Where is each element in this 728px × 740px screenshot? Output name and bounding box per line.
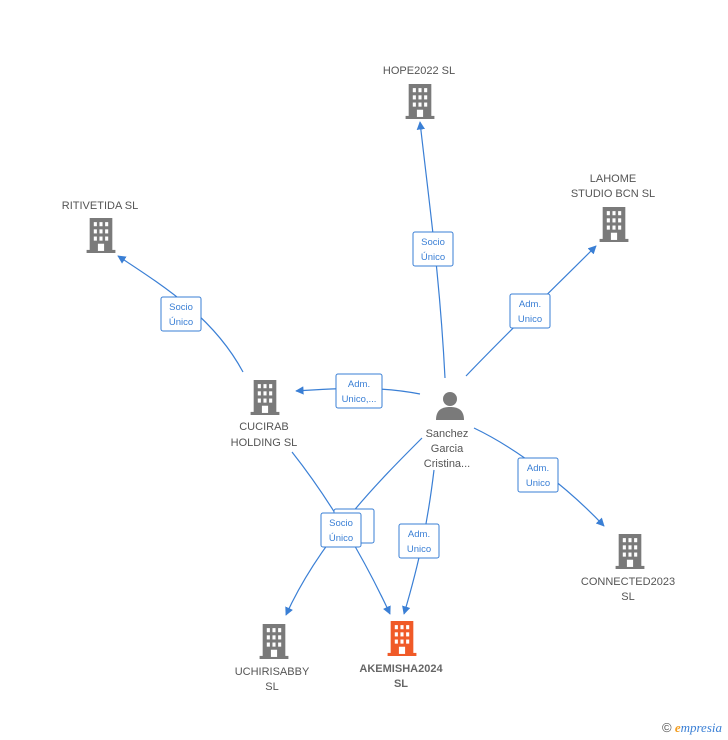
node-uchirisabby-label-1: UCHIRISABBY: [235, 666, 310, 678]
node-cucirab[interactable]: CUCIRAB HOLDING SL: [231, 380, 298, 449]
node-sanchez-label-3: Cristina...: [424, 458, 470, 470]
building-icon: [615, 534, 645, 569]
edge-label-akemisha-adm-line1: Adm.: [408, 529, 430, 540]
node-uchirisabby-label-2: SL: [265, 681, 278, 693]
edge-label-akemisha-adm-line2: Unico: [407, 544, 431, 555]
building-icon: [250, 380, 280, 415]
node-cucirab-label-1: CUCIRAB: [239, 421, 289, 433]
node-connected-label-2: SL: [621, 591, 634, 603]
edge-label-cucirab: Adm. Unico,...: [335, 373, 383, 409]
node-lahome[interactable]: LAHOME STUDIO BCN SL: [571, 173, 655, 242]
edge-label-hope: Socio Único: [412, 231, 454, 267]
edge-label-cucirab-line1: Adm.: [348, 379, 370, 390]
edge-label-connected: Adm. Unico: [517, 457, 559, 493]
node-connected[interactable]: CONNECTED2023 SL: [581, 534, 675, 603]
edge-label-ritivetida-line1: Socio: [169, 302, 193, 313]
edge-label-ritivetida: Socio Único: [160, 296, 202, 332]
person-icon: [436, 392, 464, 420]
edge-label-connected-line2: Unico: [526, 478, 550, 489]
node-sanchez-label-1: Sanchez: [426, 428, 469, 440]
edge-label-akemisha-adm: Adm. Unico: [398, 523, 440, 559]
node-uchirisabby[interactable]: UCHIRISABBY SL: [235, 624, 310, 693]
node-hope-label: HOPE2022 SL: [383, 65, 455, 77]
node-ritivetida[interactable]: RITIVETIDA SL: [62, 200, 138, 253]
brand-logo[interactable]: © empresia: [662, 720, 722, 736]
brand-initial: e: [674, 720, 681, 735]
building-icon: [86, 218, 116, 253]
edge-label-cucirab-line2: Unico,...: [342, 394, 377, 405]
edge-label-hope-line1: Socio: [421, 237, 445, 248]
node-akemisha[interactable]: AKEMISHA2024 SL: [359, 621, 443, 690]
copyright-icon: ©: [661, 720, 672, 735]
edge-label-uchirisabby: Socio Único: [320, 512, 362, 548]
edge-label-connected-line1: Adm.: [527, 463, 549, 474]
node-akemisha-label-2: SL: [394, 678, 408, 690]
node-lahome-label-1: LAHOME: [590, 173, 636, 185]
node-akemisha-label-1: AKEMISHA2024: [359, 663, 443, 675]
node-ritivetida-label: RITIVETIDA SL: [62, 200, 138, 212]
node-sanchez-label-2: Garcia: [431, 443, 464, 455]
building-icon: [405, 84, 435, 119]
edge-label-lahome: Adm. Unico: [509, 293, 551, 329]
node-lahome-label-2: STUDIO BCN SL: [571, 188, 655, 200]
edge-label-lahome-line1: Adm.: [519, 299, 541, 310]
edge-label-uchirisabby-line2: Único: [329, 533, 353, 544]
node-connected-label-1: CONNECTED2023: [581, 576, 675, 588]
brand-name: mpresia: [680, 720, 722, 735]
edge-label-lahome-line2: Unico: [518, 314, 542, 325]
node-hope[interactable]: HOPE2022 SL: [383, 65, 455, 119]
node-cucirab-label-2: HOLDING SL: [231, 437, 298, 449]
node-sanchez[interactable]: Sanchez Garcia Cristina...: [424, 392, 470, 470]
building-icon: [387, 621, 417, 656]
building-icon: [259, 624, 289, 659]
edge-label-uchirisabby-line1: Socio: [329, 518, 353, 529]
edge-label-hope-line2: Único: [421, 252, 445, 263]
edge-label-ritivetida-line2: Único: [169, 317, 193, 328]
building-icon: [599, 207, 629, 242]
